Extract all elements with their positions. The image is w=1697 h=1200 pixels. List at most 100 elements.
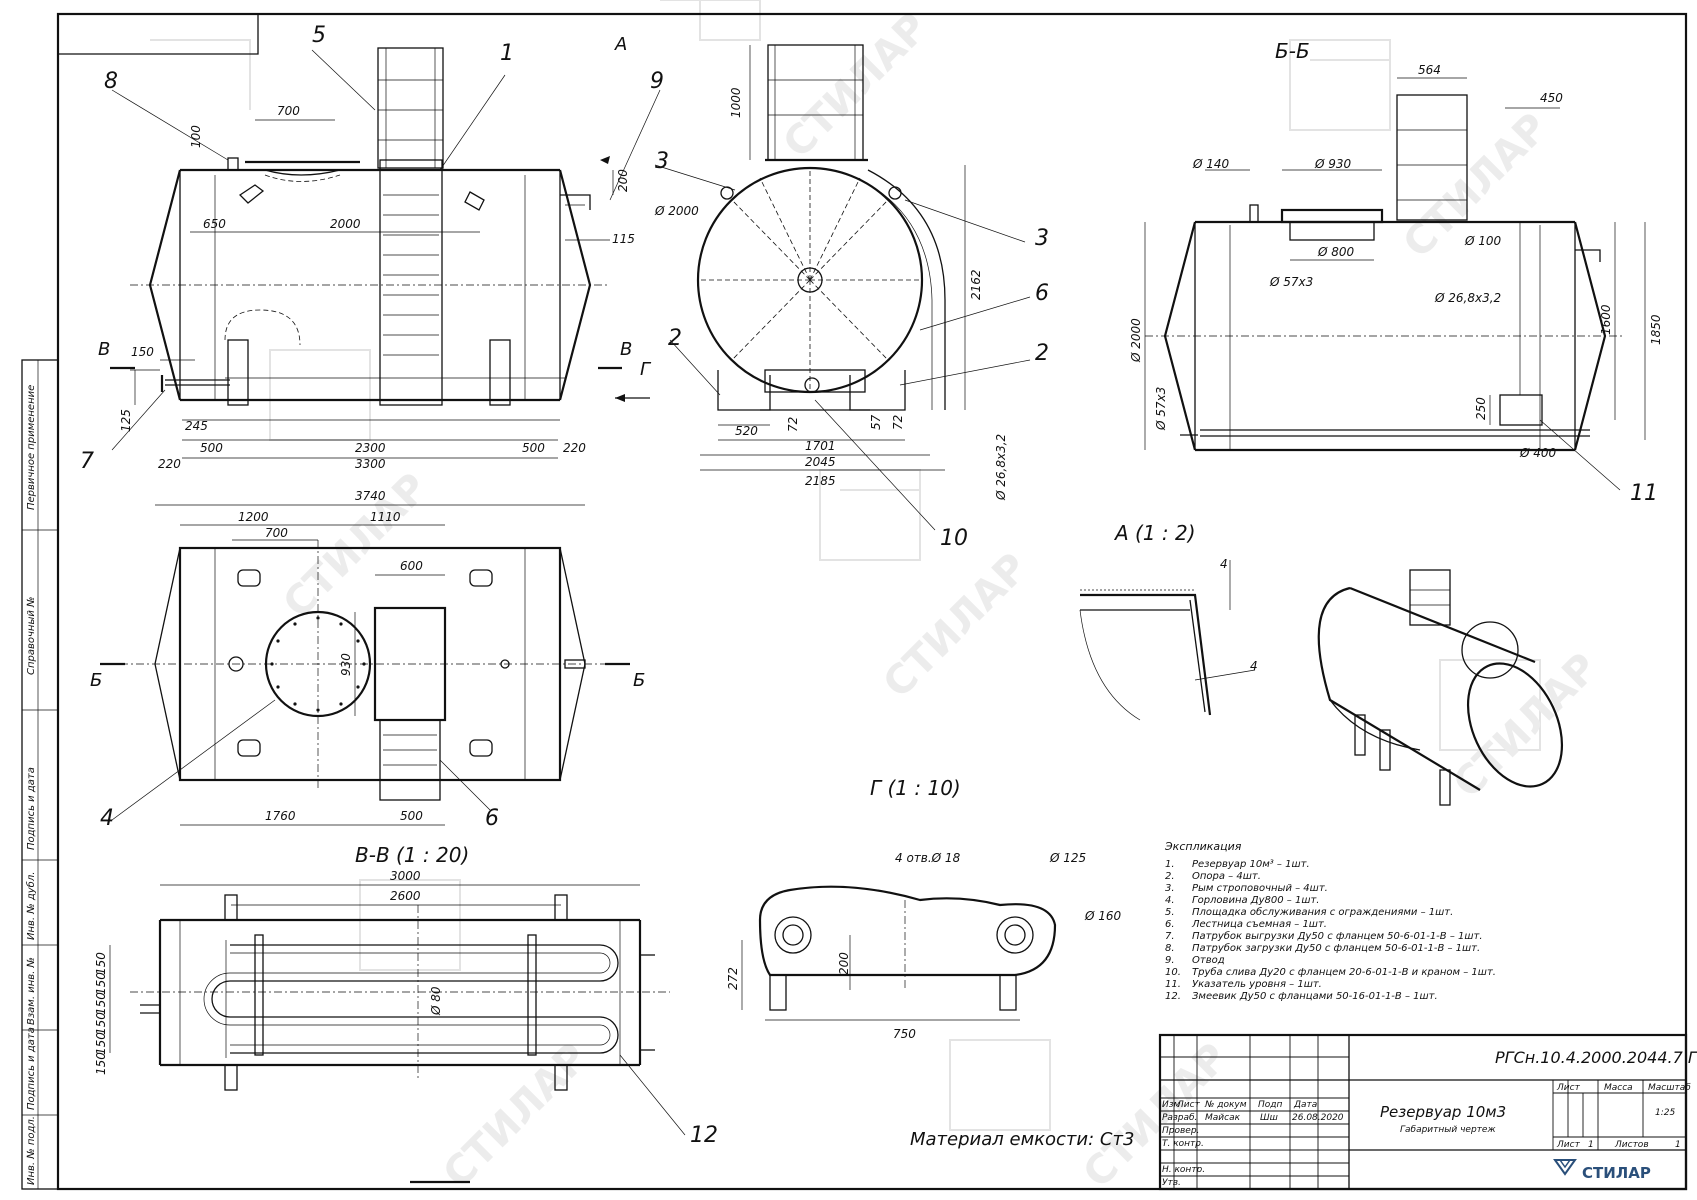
dim-end-2045: 2045 — [805, 455, 836, 469]
detail-a: А (1 : 2) 4 4 — [1079, 521, 1258, 721]
svg-text:10.: 10. — [1165, 967, 1181, 978]
tb-h-mass: Масса — [1604, 1083, 1633, 1093]
side-replaced-inv: Взам. инв. № — [26, 957, 37, 1025]
side-sign-date-1: Подпись и дата — [26, 767, 37, 850]
sheet-frame — [21, 12, 1688, 1191]
explication-list: Экспликация 1. Резервуар 10м³ – 1шт. 2. Оп… — [1164, 840, 1496, 1002]
callout-2-end-left: 2 — [668, 326, 682, 351]
cut-v-right: В — [620, 339, 632, 360]
cut-v-left: В — [98, 339, 110, 360]
side-dup-inv: Инв. № дубл. — [25, 872, 37, 940]
dim-bb-phi57b: Ø 57х3 — [1154, 387, 1168, 431]
dim-end-2162: 2162 — [969, 269, 983, 300]
dim-bb-1850: 1850 — [1649, 314, 1663, 345]
dim-bb-phi26: Ø 26,8х3,2 — [1434, 291, 1501, 305]
explication-title: Экспликация — [1164, 840, 1242, 853]
tb-h-docnum: № докум — [1204, 1100, 1247, 1110]
title-section-vv: В-В (1 : 20) — [355, 843, 469, 867]
dim-top-1760: 1760 — [265, 809, 296, 823]
tb-doc-type: Габаритный чертеж — [1400, 1125, 1496, 1135]
top-view — [120, 504, 620, 826]
end-view-dimensions: 1000 Ø 2000 2162 520 72 1701 57 72 2045 … — [654, 87, 1008, 501]
tb-company: СТИЛАР — [1582, 1164, 1651, 1182]
dim-vv-150a: 150 — [94, 952, 108, 975]
dim-front-700: 700 — [277, 104, 300, 118]
dim-bb-phi930: Ø 930 — [1314, 157, 1352, 171]
dim-end-1000: 1000 — [729, 87, 743, 118]
tb-h-sheet: Лист — [1556, 1083, 1581, 1093]
expl-item-11: Указатель уровня – 1шт. — [1192, 979, 1322, 990]
dim-front-200: 200 — [616, 169, 630, 192]
callout-4: 4 — [100, 806, 114, 831]
dim-front-3300: 3300 — [355, 457, 386, 471]
dim-g-200: 200 — [837, 952, 851, 975]
callout-3-right: 3 — [1035, 226, 1049, 251]
expl-item-5: Площадка обслуживания с ограждениями – 1… — [1192, 906, 1453, 918]
callout-leaders — [111, 49, 1621, 1136]
expl-item-9: Отвод — [1192, 955, 1225, 966]
dim-end-pipe: Ø 26,8х3,2 — [994, 434, 1008, 501]
dim-bb-phi140: Ø 140 — [1192, 157, 1230, 171]
title-view-g: Г (1 : 10) — [870, 776, 961, 800]
svg-text:9.: 9. — [1165, 955, 1175, 966]
watermark-text-6: СТИЛАР — [435, 1035, 597, 1197]
dim-end-72a: 72 — [786, 417, 800, 432]
dim-vv-150b: 150 — [94, 972, 108, 995]
dim-bb-1600: 1600 — [1599, 304, 1613, 335]
side-reference-no: Справочный № — [26, 597, 37, 675]
tb-sheet-label: Лист — [1556, 1140, 1581, 1150]
tb-sheets-no: 1 — [1675, 1140, 1681, 1150]
dim-g-phi160: Ø 160 — [1084, 909, 1122, 923]
dim-bb-phi800: Ø 800 — [1317, 245, 1355, 259]
dim-end-1701: 1701 — [805, 439, 836, 453]
tb-h-izm: Изм — [1162, 1100, 1181, 1110]
dim-vv-150e: 150 — [94, 1032, 108, 1055]
dim-vv-phi80: Ø 80 — [429, 986, 443, 1016]
dim-top-700: 700 — [265, 526, 288, 540]
dim-vv-150f: 150 — [94, 1052, 108, 1075]
dim-bb-phi400: Ø 400 — [1519, 446, 1557, 460]
tb-product: Резервуар 10м3 — [1380, 1103, 1506, 1121]
dim-vv-2600: 2600 — [390, 889, 421, 903]
dim-g-holes: 4 отв.Ø 18 — [895, 851, 961, 865]
dim-front-2000: 2000 — [330, 217, 361, 231]
title-block: РГСн.10.4.2000.2044.7 ГЧ Резервуар 10м3 … — [1158, 1033, 1697, 1191]
dim-g-272: 272 — [726, 967, 740, 990]
dim-front-500b: 500 — [522, 441, 545, 455]
svg-text:12.: 12. — [1165, 991, 1181, 1002]
dim-top-1110: 1110 — [370, 510, 401, 524]
section-vv-dimensions: 3000 2600 150 150 150 150 150 150 Ø 80 — [94, 869, 443, 1075]
front-view-dimensions: 700 100 200 650 2000 115 150 125 245 500… — [119, 104, 635, 471]
svg-text:2.: 2. — [1165, 871, 1175, 882]
section-vv: В-В (1 : 20) — [109, 843, 670, 1091]
callout-2-end-right: 2 — [1035, 341, 1049, 366]
dim-bb-phi100: Ø 100 — [1464, 234, 1502, 248]
top-view-dimensions: 3740 1200 1110 700 600 930 1760 500 Б Б — [90, 489, 645, 823]
dim-top-1200: 1200 — [238, 510, 269, 524]
side-primary-use: Первичное применение — [26, 385, 37, 510]
dim-front-2300: 2300 — [355, 441, 386, 455]
tb-r-approve: Утв. — [1162, 1178, 1181, 1188]
tb-sheet-no: 1 — [1588, 1140, 1594, 1150]
tb-r-ncontrol: Н. контр. — [1162, 1165, 1205, 1175]
expl-item-1: Резервуар 10м³ – 1шт. — [1192, 859, 1310, 870]
cut-b-left: Б — [90, 670, 102, 691]
title-section-bb: Б-Б — [1275, 39, 1310, 63]
company-logo: СТИЛАР — [1553, 1159, 1651, 1182]
tb-doc-code: РГСн.10.4.2000.2044.7 ГЧ — [1495, 1048, 1697, 1067]
callout-8: 8 — [104, 69, 118, 94]
dim-front-100: 100 — [189, 125, 203, 148]
dim-end-520: 520 — [735, 424, 758, 438]
dim-top-500: 500 — [400, 809, 423, 823]
callout-7: 7 — [80, 449, 94, 474]
svg-text:1.: 1. — [1165, 859, 1175, 870]
callout-6-end: 6 — [1035, 281, 1049, 306]
callout-11: 11 — [1630, 481, 1658, 506]
dim-bb-450: 450 — [1540, 91, 1563, 105]
tb-h-list: Лист — [1176, 1100, 1201, 1110]
expl-item-3: Рым строповочный – 4шт. — [1192, 883, 1328, 894]
expl-item-2: Опора – 4шт. — [1192, 871, 1261, 882]
dim-end-2185: 2185 — [805, 474, 836, 488]
dim-top-930: 930 — [339, 653, 353, 676]
end-view — [696, 44, 966, 471]
